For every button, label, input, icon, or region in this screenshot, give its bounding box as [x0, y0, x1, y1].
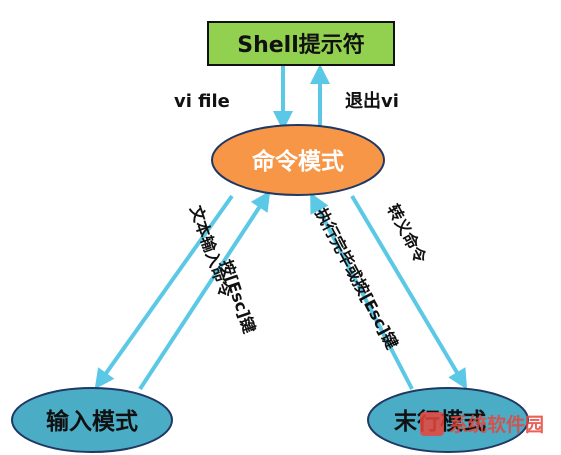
watermark: 系统软件园: [420, 412, 544, 436]
arrows: [94, 64, 468, 391]
label-exit-vi: 退出vi: [345, 90, 399, 112]
shell-prompt-label: Shell提示符: [237, 32, 365, 58]
last-line-mode-ellipse: [367, 387, 529, 453]
watermark-badge: [420, 412, 444, 436]
watermark-text: 系统软件园: [449, 413, 544, 436]
shell-prompt-box: [207, 21, 395, 66]
insert-mode-ellipse: [11, 387, 173, 453]
command-mode-label: 命令模式: [252, 148, 344, 175]
label-vi-file: vi file: [174, 91, 230, 112]
node-insert-mode: 输入模式: [11, 387, 173, 453]
command-mode-ellipse: [211, 124, 385, 196]
insert-mode-label: 输入模式: [46, 408, 138, 435]
arrow-insert-to-command: [138, 190, 271, 391]
arrow-command-to-lastline: [350, 194, 468, 390]
node-shell-prompt: Shell提示符: [207, 21, 395, 66]
node-command-mode: 命令模式: [211, 124, 385, 196]
arrow-command-to-insert: [94, 194, 234, 390]
label-done-or-esc: 执行完毕或按[Esc]键: [311, 205, 401, 352]
arrow-lastline-to-command: [310, 192, 414, 390]
